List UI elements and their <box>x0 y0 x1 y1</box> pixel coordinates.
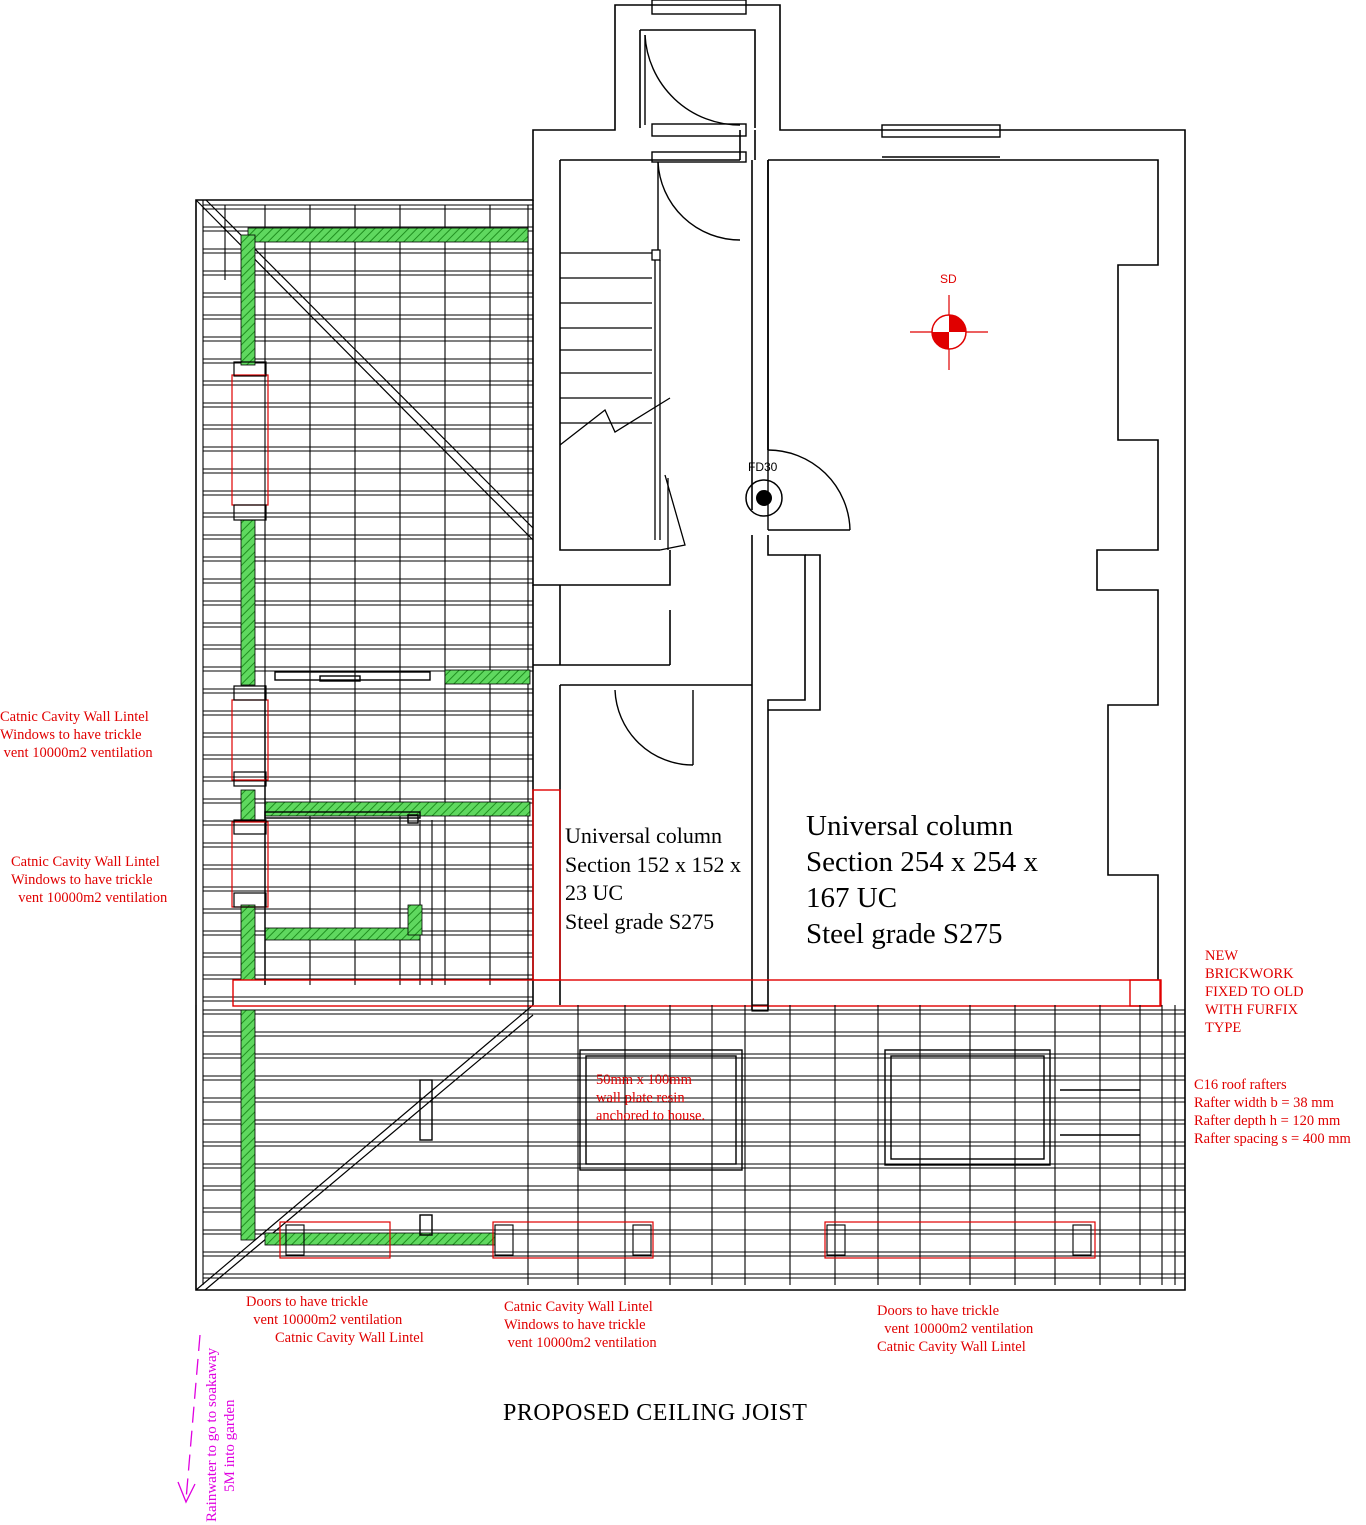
smoke-detector-label: SD <box>940 272 957 286</box>
rear-joist-grid <box>527 1004 1176 1285</box>
rear-lintels <box>279 1221 1096 1259</box>
rainwater-arrow <box>177 1334 201 1504</box>
left-window-note-2: Catnic Cavity Wall Lintel Windows to hav… <box>11 854 168 906</box>
universal-column-large-label: Universal column Section 254 x 254 x 167… <box>806 810 1038 950</box>
universal-column-small-label: Universal column Section 152 x 152 x 23 … <box>565 823 741 934</box>
roof-rafters-note: C16 roof rafters Rafter width b = 38 mm … <box>1194 1077 1351 1147</box>
fire-door-swing <box>767 449 851 531</box>
left-windows <box>233 361 267 908</box>
smoke-detector-icon <box>910 295 988 370</box>
left-window-note-1: Catnic Cavity Wall Lintel Windows to hav… <box>0 709 153 761</box>
drawing-title: PROPOSED CEILING JOIST <box>503 1400 808 1426</box>
hall-door-swing <box>614 689 694 766</box>
rainwater-note: Rainwater to go to soakaway 5M into gard… <box>204 1347 238 1522</box>
rear-windows <box>579 1049 1140 1171</box>
staircase <box>559 249 686 551</box>
fire-door-label: FD30 <box>748 460 778 474</box>
left-partitions <box>264 671 433 1236</box>
rear-wall-openings <box>285 1224 1092 1256</box>
bottom-doors-right-note: Doors to have trickle vent 10000m2 venti… <box>877 1303 1034 1355</box>
new-brickwork-note: NEW BRICKWORK FIXED TO OLD WITH FURFIX T… <box>1205 948 1304 1036</box>
bottom-windows-mid-note: Catnic Cavity Wall Lintel Windows to hav… <box>504 1299 657 1351</box>
bottom-doors-left-note: Doors to have trickle vent 10000m2 venti… <box>246 1294 424 1346</box>
wall-plate-note: 50mm x 100mm wall plate resin anchored t… <box>596 1072 706 1124</box>
porch-door <box>644 0 1001 250</box>
steel-beam <box>232 789 1162 1007</box>
fire-door-symbol <box>745 479 783 517</box>
